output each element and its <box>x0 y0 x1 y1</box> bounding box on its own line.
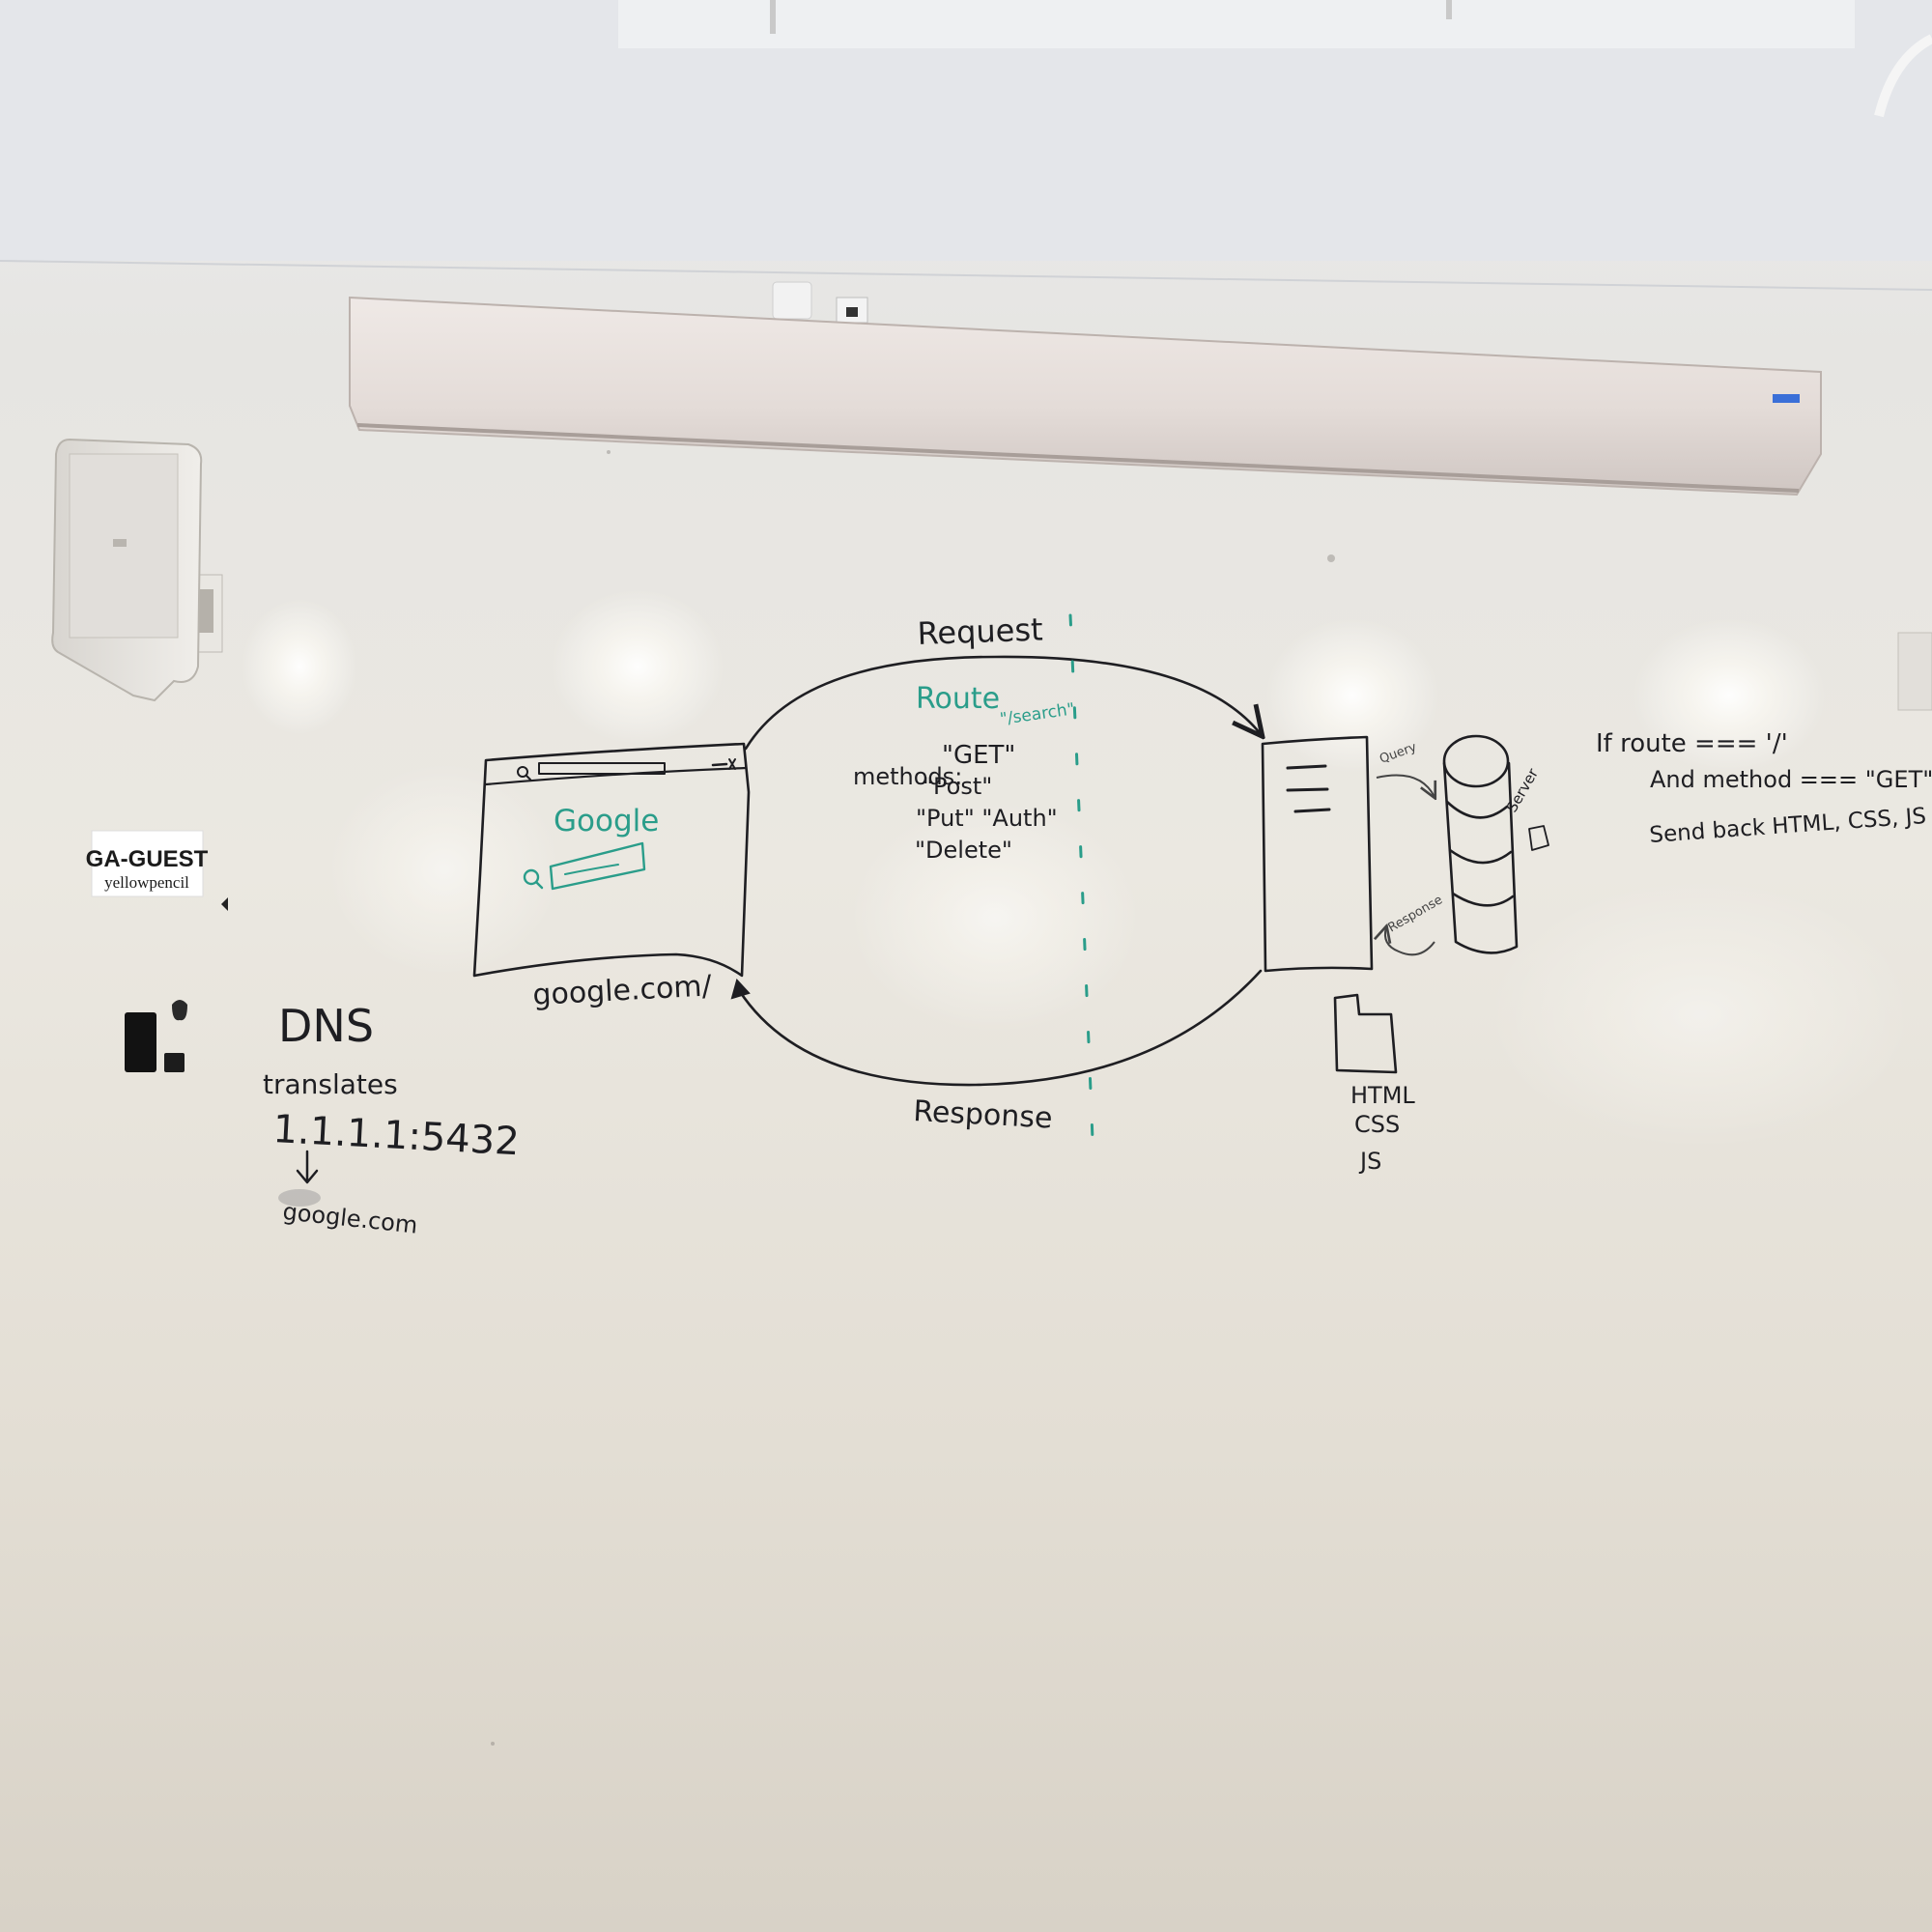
method-get: "GET" <box>942 741 1015 770</box>
server-sketch: Query Response Server HTML CSS JS <box>1261 734 1549 1175</box>
wifi-password: yellowpencil <box>104 873 189 892</box>
search-icon <box>523 868 540 886</box>
route-path: "/search" <box>999 699 1076 729</box>
db-response-label: Response <box>1386 893 1446 935</box>
browser-sketch: Google google.com/ <box>472 742 751 1012</box>
glare-spots <box>242 589 1913 1150</box>
file-document-icon <box>1333 993 1398 1074</box>
file-type-js: JS <box>1358 1148 1381 1175</box>
code-line-2: And method === "GET" <box>1650 766 1932 793</box>
response-arrow: Response <box>730 969 1263 1136</box>
smudges <box>491 450 1335 1746</box>
database-icon <box>1442 734 1510 788</box>
projector-screen-housing <box>349 281 1822 497</box>
dns-address: 1.1.1.1:5432 <box>271 1107 520 1164</box>
down-arrow <box>296 1150 319 1184</box>
wall-outlet <box>1897 632 1932 711</box>
search-field <box>549 841 646 891</box>
methods-prefix: methods: <box>853 763 962 790</box>
ceiling-fixture <box>618 0 1855 48</box>
pseudo-code: If route === '/' And method === "GET" Se… <box>1596 729 1932 848</box>
magnets <box>125 1000 187 1072</box>
dns-translates: translates <box>263 1068 398 1100</box>
wall-speaker <box>51 438 223 702</box>
url-bar <box>538 762 666 775</box>
browser-caption: google.com/ <box>532 969 714 1012</box>
code-line-3: Send back HTML, CSS, JS <box>1649 804 1927 848</box>
dns-title: DNS <box>278 1000 374 1052</box>
file-type-css: CSS <box>1354 1111 1400 1138</box>
close-icon <box>711 762 728 767</box>
file-icon <box>1528 825 1549 851</box>
dns-note: DNS translates 1.1.1.1:5432 google.com <box>263 1000 521 1239</box>
request-label: Request <box>917 611 1043 652</box>
method-post: "Post" <box>923 773 992 800</box>
file-type-html: HTML <box>1350 1082 1415 1109</box>
blue-tape <box>1773 394 1800 403</box>
response-label: Response <box>913 1094 1054 1135</box>
wifi-network-name: GA-GUEST <box>86 846 209 872</box>
method-delete: "Delete" <box>915 837 1012 864</box>
ceiling-bracket <box>770 0 1452 34</box>
wifi-sign: GA-GUEST yellowpencil <box>86 830 228 911</box>
server-box <box>1261 735 1374 973</box>
request-arrow: Request Route "/search" methods: "GET" "… <box>744 611 1261 864</box>
method-put-auth: "Put" "Auth" <box>916 805 1058 832</box>
route-title: Route <box>916 682 1000 716</box>
code-line-1: If route === '/' <box>1596 729 1788 758</box>
wall-seam <box>0 260 1932 291</box>
browser-google-logo: Google <box>554 804 659 838</box>
ceiling-pipe <box>1874 34 1932 118</box>
dns-domain: google.com <box>281 1198 418 1238</box>
search-icon <box>517 766 528 778</box>
network-boundary-line <box>1068 613 1095 1166</box>
